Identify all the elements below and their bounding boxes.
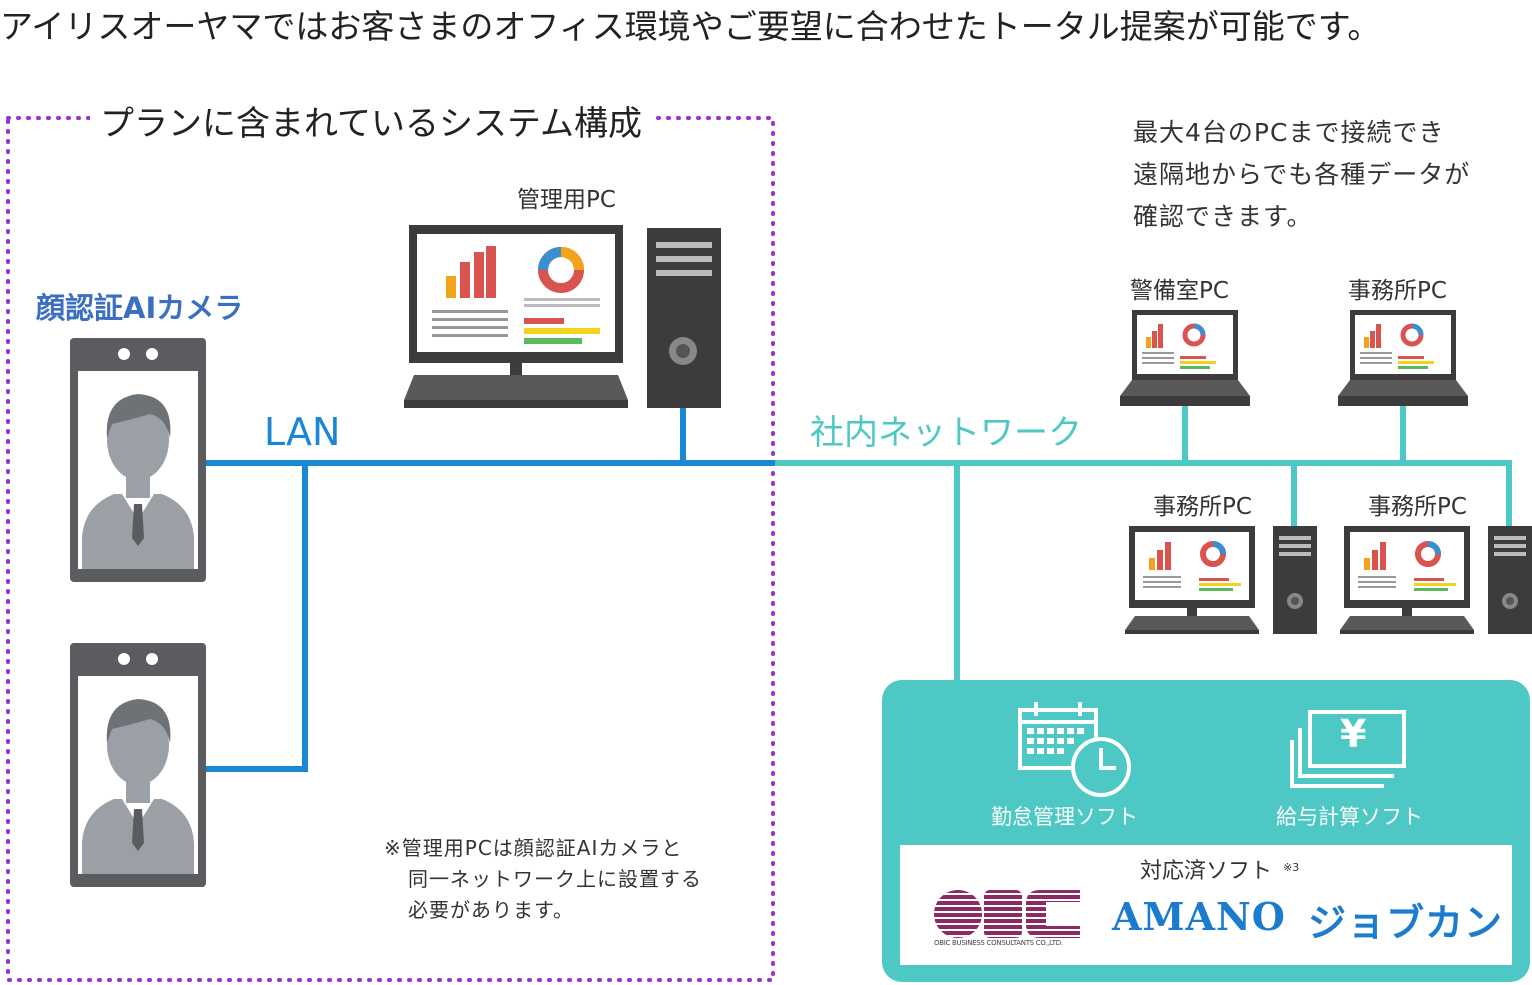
lan-lines [205,405,775,772]
face-camera-2 [70,643,206,887]
yen-bills-icon [1290,710,1406,788]
laptop-security-pc [1120,310,1250,406]
yen-symbol: ¥ [1340,712,1367,756]
description-line: 遠隔地からでも各種データが [1133,160,1471,189]
payroll-software-label: 給与計算ソフト [1276,805,1423,829]
admin-pc [404,225,721,408]
compatible-software-note: ※3 [1283,861,1300,874]
note-line: 同一ネットワーク上に設置する [408,867,702,891]
note-line: ※管理用PCは顔認証AIカメラと [384,836,683,860]
amano-logo: AMANO [1112,894,1286,939]
obc-logo-subtext: OBIC BUSINESS CONSULTANTS CO.,LTD. [934,939,1063,947]
laptop-office-pc [1338,310,1468,406]
calendar-clock-icon [1018,702,1131,797]
lan-label: LAN [264,410,341,454]
plan-note: ※管理用PCは顔認証AIカメラと 同一ネットワーク上に設置する 必要があります。 [384,833,702,926]
face-camera-1 [70,338,206,582]
desktop-office-pc-1 [1125,526,1317,634]
pc-label-security: 警備室PC [1130,278,1229,304]
admin-pc-label: 管理用PC [517,187,616,213]
compatible-software-title: 対応済ソフト [1140,859,1273,884]
note-line: 必要があります。 [408,898,574,922]
description-line: 最大4台のPCまで接続でき [1133,118,1445,147]
jobcan-logo: ジョブカン [1308,901,1504,945]
headline: アイリスオーヤマではお客さまのオフィス環境やご要望に合わせたトータル提案が可能で… [0,7,1381,46]
obc-logo [934,890,1080,938]
network-description: 最大4台のPCまで接続でき 遠隔地からでも各種データが 確認できます。 [1133,112,1470,238]
pc-label-office-3: 事務所PC [1368,494,1467,520]
network-label: 社内ネットワーク [810,413,1082,453]
network-lines [775,405,1512,682]
plan-title: プランに含まれているシステム構成 [90,96,652,145]
attendance-software-label: 勤怠管理ソフト [991,805,1138,829]
pc-label-office-1: 事務所PC [1348,278,1447,304]
description-line: 確認できます。 [1133,202,1313,231]
desktop-office-pc-2 [1340,526,1532,634]
pc-label-office-2: 事務所PC [1153,494,1252,520]
camera-title: 顔認証AIカメラ [36,291,244,325]
